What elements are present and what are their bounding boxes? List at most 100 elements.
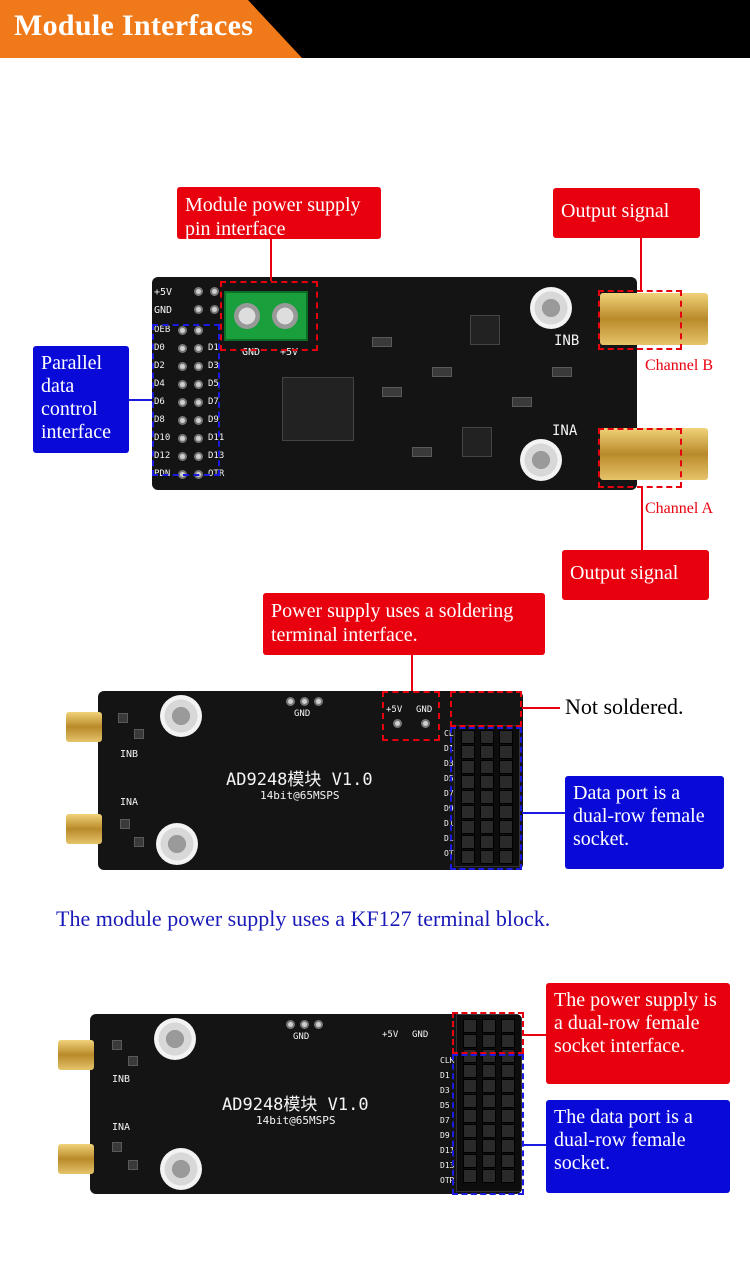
solder-pad xyxy=(421,719,430,728)
smd-pad xyxy=(128,1160,138,1170)
smd-component xyxy=(552,367,572,377)
socket-hole xyxy=(499,820,513,834)
callout-power-solder-text: Power supply uses a soldering terminal i… xyxy=(271,600,514,646)
socket-hole xyxy=(463,1124,477,1138)
smd-pad xyxy=(112,1142,122,1152)
pin-label: D11 xyxy=(208,433,225,443)
dash-not-soldered xyxy=(450,691,522,727)
label-not-soldered: Not soldered. xyxy=(565,694,684,719)
socket-hole xyxy=(501,1139,515,1153)
silk-term-gnd: GND xyxy=(242,347,261,358)
header-bar: Module Interfaces xyxy=(0,0,750,58)
pin-label: OEB xyxy=(154,325,171,335)
header-pin xyxy=(194,344,203,353)
connector-line xyxy=(522,812,565,814)
dash-channel-b xyxy=(598,290,682,350)
silk-inb: INB xyxy=(120,749,139,760)
socket-hole xyxy=(482,1034,496,1048)
socket-hole xyxy=(461,790,475,804)
socket-hole xyxy=(463,1139,477,1153)
smd-pad xyxy=(134,729,144,739)
socket-hole xyxy=(463,1154,477,1168)
header-pin xyxy=(194,398,203,407)
silk-5v: +5V xyxy=(382,1030,399,1040)
pin-label: D3 xyxy=(444,759,454,768)
callout-output-bottom: Output signal xyxy=(562,550,709,600)
sma-connector-ina xyxy=(58,1144,94,1174)
callout-data-port-bottom: The data port is a dual-row female socke… xyxy=(546,1100,730,1193)
label-channel-a: Channel A xyxy=(645,500,713,517)
socket-hole xyxy=(501,1109,515,1123)
silk-gnd-top: GND xyxy=(293,1032,310,1042)
connector-line xyxy=(411,655,413,691)
label-channel-b: Channel B xyxy=(645,357,713,374)
callout-power-pin-text: Module power supply pin interface xyxy=(185,194,361,240)
socket-hole xyxy=(480,745,494,759)
socket-hole xyxy=(482,1109,496,1123)
socket-hole xyxy=(461,805,475,819)
terminal-screw xyxy=(234,303,260,329)
header-pin xyxy=(194,380,203,389)
socket-hole xyxy=(461,745,475,759)
socket-hole xyxy=(501,1124,515,1138)
mounting-hole xyxy=(160,695,202,737)
pin-label: D5 xyxy=(208,379,219,389)
smd-pad xyxy=(128,1056,138,1066)
socket-hole xyxy=(480,790,494,804)
socket-hole xyxy=(499,850,513,864)
socket-hole xyxy=(480,850,494,864)
smd-component xyxy=(432,367,452,377)
socket-hole xyxy=(499,775,513,789)
header-pin xyxy=(178,452,187,461)
header-pin xyxy=(194,326,203,335)
pin-label: D8 xyxy=(154,415,165,425)
callout-data-port: Data port is a dual-row female socket. xyxy=(565,776,724,869)
socket-hole xyxy=(499,730,513,744)
pin-label: D7 xyxy=(208,397,219,407)
callout-output-top: Output signal xyxy=(553,188,700,238)
socket-hole xyxy=(499,760,513,774)
silk-inb: INB xyxy=(112,1074,131,1085)
socket-hole xyxy=(461,730,475,744)
silk-ina: INA xyxy=(552,423,578,439)
dash-power-pin xyxy=(220,281,318,351)
socket-hole xyxy=(463,1109,477,1123)
dual-row-female-socket xyxy=(456,1014,522,1192)
solder-pad xyxy=(393,719,402,728)
middle-pcb-board: INB INA GND AD9248模块 V1.0 14bit@65MSPS +… xyxy=(98,691,523,870)
pin-label: D9 xyxy=(440,1131,450,1140)
dash-parallel xyxy=(152,324,220,476)
power-pin xyxy=(194,287,203,296)
smd-component xyxy=(372,337,392,347)
socket-hole xyxy=(461,850,475,864)
kf127-terminal-block xyxy=(224,291,308,341)
connector-line xyxy=(641,488,643,550)
pin-label: D13 xyxy=(440,1161,455,1170)
socket-hole xyxy=(463,1019,477,1033)
page-title: Module Interfaces xyxy=(14,9,254,42)
socket-hole xyxy=(463,1079,477,1093)
mounting-hole xyxy=(156,823,198,865)
pin-label: D6 xyxy=(154,397,165,407)
solder-pad xyxy=(286,1020,295,1029)
silk-ina: INA xyxy=(112,1122,131,1133)
silk-inb: INB xyxy=(554,333,580,349)
socket-hole xyxy=(482,1094,496,1108)
pin-label: D0 xyxy=(154,343,165,353)
socket-hole xyxy=(482,1124,496,1138)
silk-gnd: GND xyxy=(154,305,173,316)
socket-hole xyxy=(482,1064,496,1078)
mounting-hole xyxy=(160,1148,202,1190)
socket-hole xyxy=(463,1064,477,1078)
socket-hole xyxy=(501,1064,515,1078)
header-pin xyxy=(194,452,203,461)
socket-hole xyxy=(501,1094,515,1108)
pin-label: OTR xyxy=(440,1176,455,1185)
socket-hole xyxy=(499,835,513,849)
socket-hole xyxy=(461,760,475,774)
dash-power-socket xyxy=(452,1012,524,1054)
connector-line xyxy=(524,1034,546,1036)
socket-hole xyxy=(482,1079,496,1093)
smd-pad xyxy=(118,713,128,723)
